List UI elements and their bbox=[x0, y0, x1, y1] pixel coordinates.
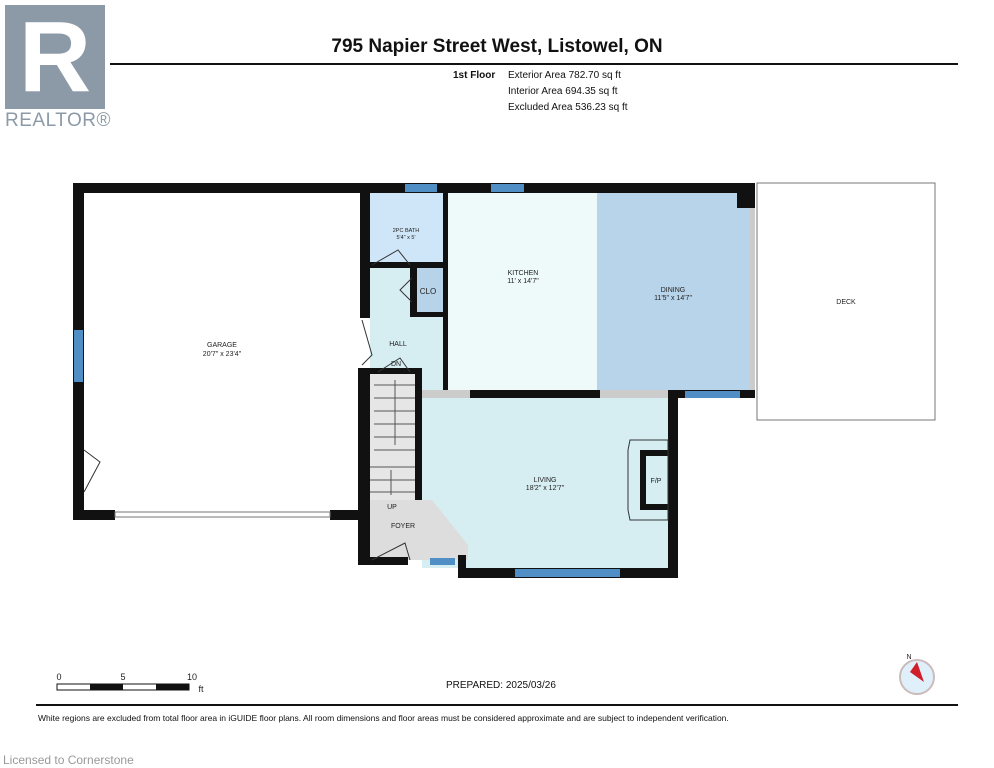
compass-icon bbox=[899, 659, 935, 695]
garage-dims: 20'7" x 23'4" bbox=[203, 351, 242, 358]
prepared-date: PREPARED: 2025/03/26 bbox=[446, 680, 556, 691]
realtor-logo: R bbox=[5, 5, 105, 109]
up-label: UP bbox=[387, 504, 397, 511]
room-foyer bbox=[370, 500, 468, 560]
scale-tick-5: 5 bbox=[120, 672, 125, 682]
scale-unit: ft bbox=[198, 684, 204, 694]
page-title: 795 Napier Street West, Listowel, ON bbox=[331, 36, 663, 57]
room-dining bbox=[597, 193, 750, 390]
room-bath bbox=[370, 193, 443, 265]
room-garage bbox=[84, 193, 360, 510]
kitchen-label: KITCHEN bbox=[508, 270, 539, 277]
scale-bar bbox=[56, 683, 190, 691]
bath-dims: 5'4" x 5' bbox=[396, 235, 415, 241]
deck-label: DECK bbox=[836, 299, 856, 306]
dining-dims: 11'5" x 14'7" bbox=[654, 295, 692, 302]
bath-label: 2PC BATH bbox=[393, 228, 420, 234]
floor-label: 1st Floor bbox=[453, 70, 496, 81]
foyer-label: FOYER bbox=[391, 523, 415, 530]
living-dims: 18'2" x 12'7" bbox=[526, 485, 565, 492]
exterior-area: Exterior Area 782.70 sq ft bbox=[508, 70, 621, 81]
fireplace-label: F/P bbox=[651, 478, 662, 485]
stairs bbox=[370, 370, 422, 500]
interior-area: Interior Area 694.35 sq ft bbox=[508, 86, 618, 97]
living-label: LIVING bbox=[534, 477, 557, 484]
disclaimer: White regions are excluded from total fl… bbox=[38, 713, 729, 723]
closet-label: CLO bbox=[420, 287, 436, 296]
compass-north-label: N bbox=[906, 654, 911, 661]
title-divider bbox=[110, 63, 958, 65]
realtor-logo-letter: R bbox=[18, 1, 92, 113]
scale-tick-10: 10 bbox=[187, 672, 197, 682]
deck bbox=[756, 182, 936, 421]
room-closet bbox=[417, 268, 443, 314]
realtor-logo-word: REALTOR® bbox=[5, 110, 111, 131]
stair-treads bbox=[370, 380, 418, 495]
garage-label: GARAGE bbox=[207, 342, 237, 349]
scale-tick-0: 0 bbox=[56, 672, 61, 682]
fireplace-hearth bbox=[627, 439, 669, 521]
kitchen-dims: 11' x 14'7" bbox=[507, 278, 539, 285]
excluded-area: Excluded Area 536.23 sq ft bbox=[508, 102, 628, 113]
doors bbox=[83, 249, 413, 561]
license-credit: Licensed to Cornerstone bbox=[3, 753, 134, 767]
down-label: DN bbox=[391, 361, 401, 368]
hall-label: HALL bbox=[389, 341, 407, 348]
footer-divider bbox=[36, 704, 958, 706]
windows bbox=[74, 184, 740, 577]
dining-label: DINING bbox=[661, 287, 686, 294]
